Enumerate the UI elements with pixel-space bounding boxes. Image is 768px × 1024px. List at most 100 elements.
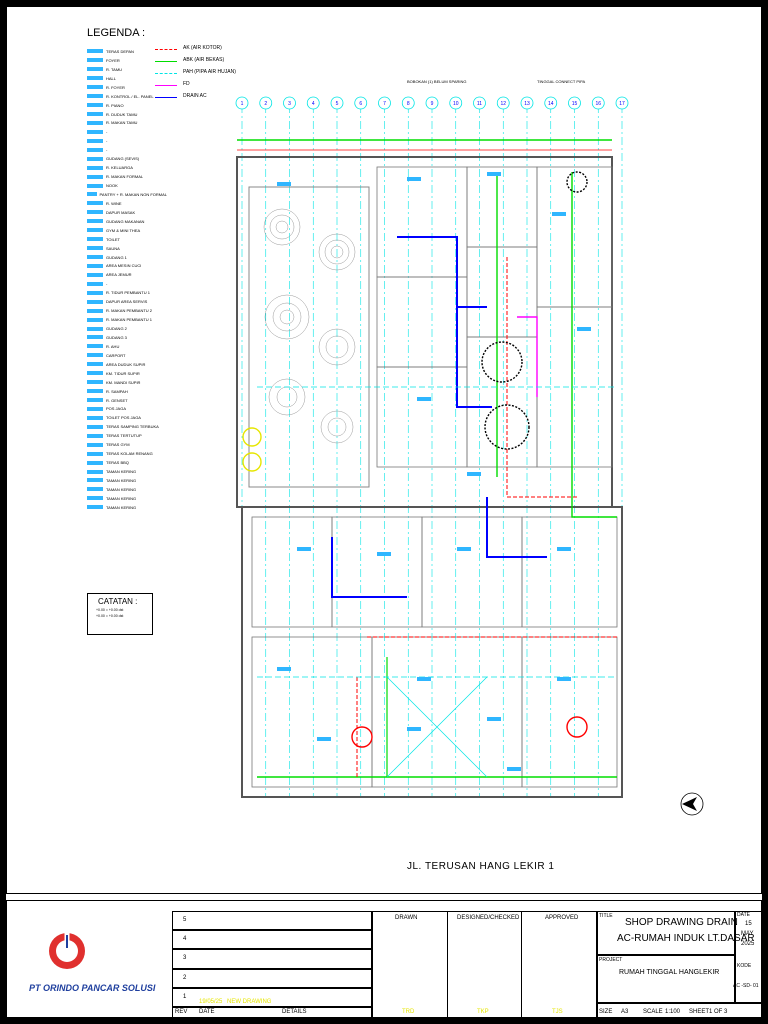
line-legend-item: FD (155, 81, 295, 91)
legend-item-label: R. DUDUK TAMU (106, 111, 138, 117)
legend-item: TERAS KOLAM RENANG (87, 449, 167, 458)
legend-item: GUDANG 3 (87, 333, 167, 342)
sheet-value: 1 OF 3 (709, 1009, 728, 1015)
grid-bubble (568, 96, 581, 110)
legend-code-tag (87, 478, 103, 483)
legend-item: - (87, 127, 167, 136)
legend-item: CARPORT (87, 351, 167, 360)
north-arrow-icon: U (680, 792, 704, 816)
legend-item: TAMAN KERING (87, 494, 167, 503)
legenda-title: LEGENDA : (87, 27, 146, 39)
company-logo-icon (49, 933, 85, 969)
legend-code-tag (87, 112, 103, 117)
legend-code-tag (87, 281, 103, 286)
legend-item-label: TAMAN KERING (106, 486, 137, 492)
legend-item-label: R. GENSET (106, 397, 128, 403)
legend-item: PANTRY + R. MAKAN NON FORMAL (87, 190, 167, 199)
legend-code-tag (87, 228, 103, 233)
room-tag (552, 212, 566, 216)
legend-code-tag (87, 335, 103, 340)
legend-code-tag (87, 290, 103, 295)
legend-item-label: - (106, 281, 108, 287)
legend-item: R. TAMU (87, 65, 167, 74)
project-cell (597, 955, 735, 1003)
street-label: JL. TERUSAN HANG LEKIR 1 (407, 861, 555, 872)
project-value: RUMAH TINGGAL HANGLEKIR (619, 969, 720, 976)
grid-number: 11 (477, 101, 482, 107)
kode-label: KODE (737, 963, 752, 969)
legend-code-tag (87, 219, 103, 224)
revision-row (172, 968, 372, 988)
legend-code-tag (87, 487, 103, 492)
legend-item-label: GUDANG MAKANAN (106, 218, 145, 224)
grid-number: 3 (288, 101, 291, 107)
legend-item: R. DUDUK TAMU (87, 110, 167, 119)
line-legend-label: FD (183, 81, 190, 87)
grid-number: 6 (359, 101, 362, 107)
legend-code-tag (87, 326, 103, 331)
legend-item-label: TOILET (106, 236, 120, 242)
legend-code-tag (87, 424, 103, 429)
legend-code-tag (87, 49, 103, 54)
grid-number: 7 (383, 101, 386, 107)
legend-item: R. TIDUR PEMBANTU 1 (87, 288, 167, 297)
legend-item: R. AHU (87, 342, 167, 351)
legend-code-tag (87, 398, 103, 403)
legend-code-tag (87, 183, 103, 188)
legend-code-tag (87, 246, 103, 251)
grid-number: 9 (431, 101, 434, 107)
legend-code-tag (87, 192, 97, 197)
grid-bubble (283, 96, 296, 110)
revision-row (172, 949, 372, 969)
legend-item: R. FOYER (87, 83, 167, 92)
grid-bubble (235, 96, 249, 110)
grid-bubble (259, 96, 273, 110)
legend-code-tag (87, 237, 103, 242)
date-label: DATE (737, 912, 750, 918)
legend-code-tag (87, 371, 103, 376)
room-tag (317, 737, 331, 741)
legend-code-tag (87, 129, 103, 134)
legend-item: NOOK (87, 181, 167, 190)
notes-line: +0.00 = +0.00 dst (96, 614, 124, 618)
grid-bubble (473, 96, 486, 110)
legend-code-tag (87, 156, 103, 161)
line-sample (155, 49, 177, 50)
line-sample (155, 97, 177, 98)
legend-item-label: GYM & MINI THEA (106, 227, 141, 233)
legend-item-label: TAMAN KERING (106, 469, 137, 475)
legend-item: R. KELUARGA (87, 163, 167, 172)
legend-code-tag (87, 362, 103, 367)
room-tag (407, 727, 421, 731)
grid-number: 8 (407, 101, 410, 107)
drawn-label: DRAWN (395, 915, 418, 921)
room-tag (297, 547, 311, 551)
room-tag (417, 397, 431, 401)
room-tag (487, 717, 501, 721)
rev-entry-date: 19/05/25 (199, 999, 223, 1005)
details-header: DETAILS (282, 1009, 307, 1015)
revision-number: 5 (183, 917, 187, 923)
line-sample (155, 73, 177, 74)
legend-code-tag (87, 120, 103, 125)
legend-item-label: R. TAMU (106, 66, 123, 72)
line-legend-label: AK (AIR KOTOR) (183, 45, 222, 51)
room-tag (467, 472, 481, 476)
room-tag (417, 677, 431, 681)
grid-bubble (425, 96, 439, 110)
legend-item-label: GUDANG (SEVIS) (106, 156, 140, 162)
legend-item: - (87, 136, 167, 145)
grid-number: 2 (264, 101, 267, 107)
title-label: TITLE (599, 913, 613, 919)
grid-bubble (591, 96, 605, 110)
legend-item: SAUNA (87, 244, 167, 253)
legend-item-label: SAUNA (106, 245, 120, 251)
approved-label: APPROVED (545, 915, 579, 921)
legend-item-label: TERAS SAMPING TERBUKA (106, 424, 159, 430)
legend-item: R. MAKAN PEMBANTU 2 (87, 306, 167, 315)
legend-code-tag (87, 147, 103, 152)
legend-code-tag (87, 344, 103, 349)
legend-item: GUDANG 2 (87, 324, 167, 333)
